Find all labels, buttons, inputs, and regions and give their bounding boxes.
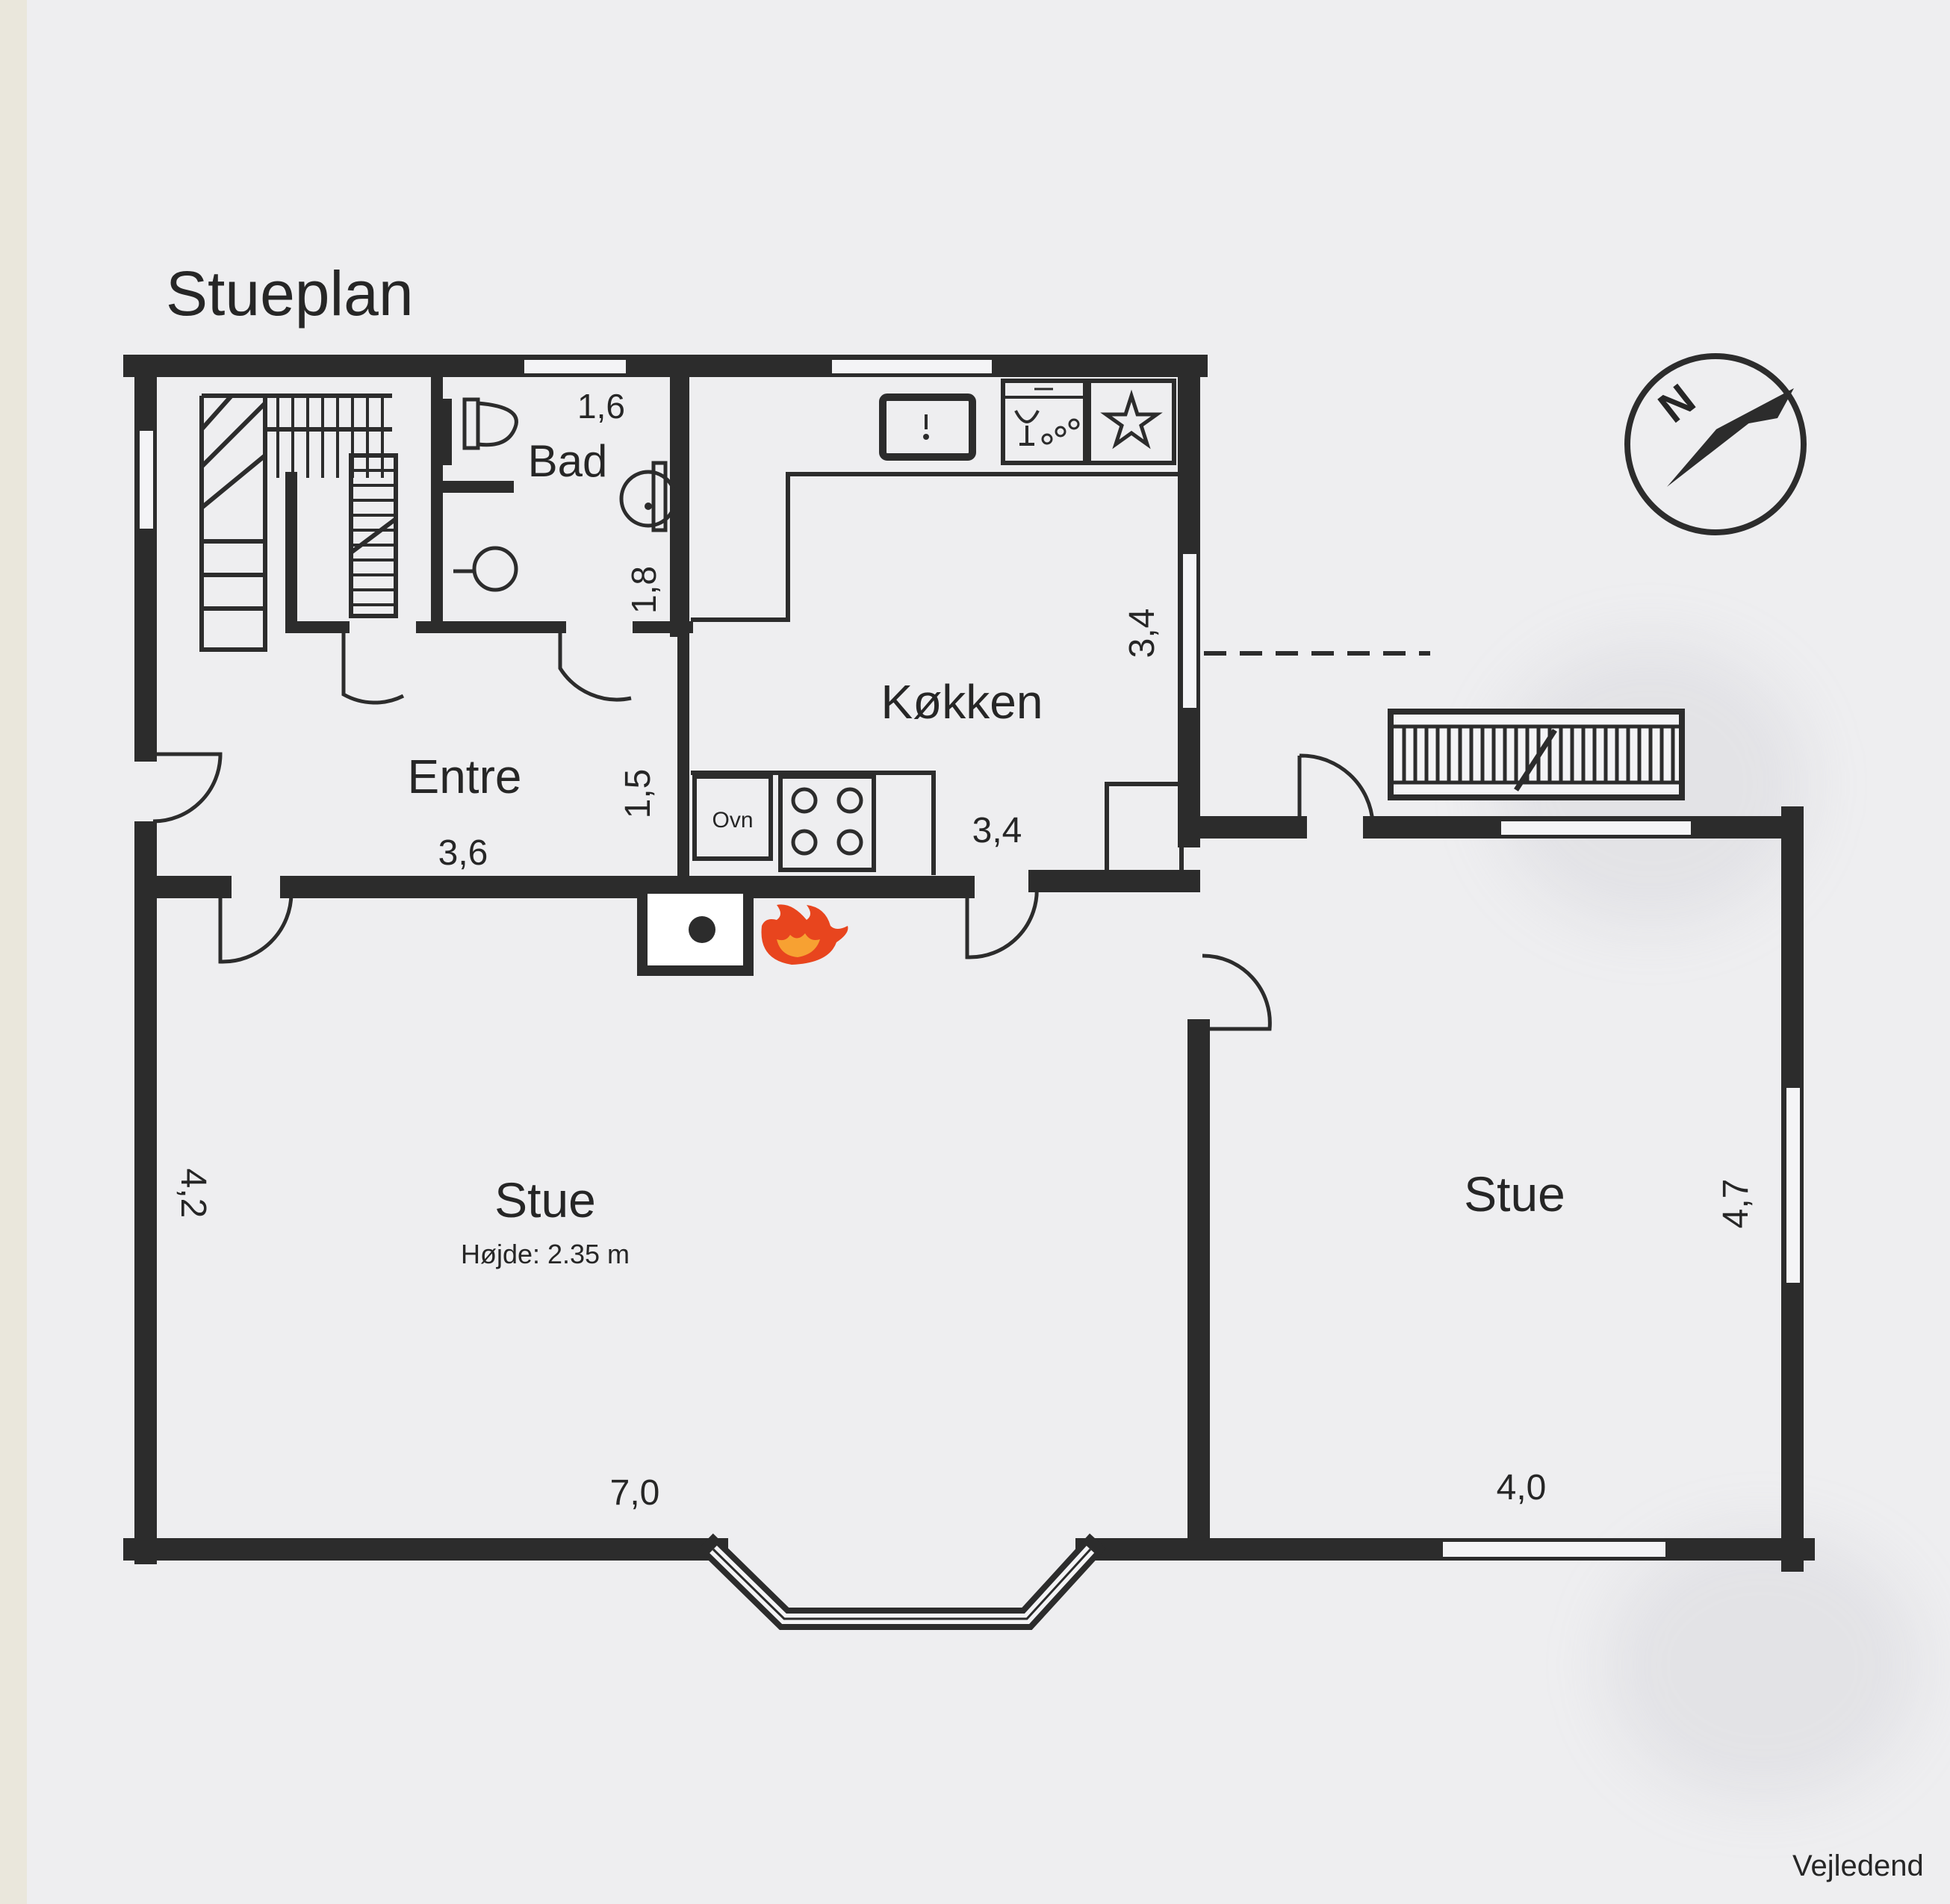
bad-width: 1,6 — [577, 387, 625, 426]
stue2-name: Stue — [1464, 1166, 1565, 1222]
kokken-depth: 3,4 — [1123, 609, 1162, 659]
page-edge-strip — [0, 0, 27, 1904]
window — [1180, 551, 1199, 711]
bad-name: Bad — [528, 436, 608, 486]
door — [218, 892, 294, 964]
stue1-depth: 4,2 — [173, 1169, 213, 1219]
door — [558, 631, 632, 702]
fridge-star-icon — [1087, 379, 1176, 465]
shadow — [1606, 1531, 1919, 1799]
kitchen-fixtures: Ovn — [692, 379, 1176, 872]
shower-drain-icon — [453, 546, 518, 592]
compass-north-icon: N — [1650, 375, 1704, 432]
entre-depth: 1,5 — [618, 769, 658, 819]
dishwasher-icon — [1001, 379, 1087, 465]
stue1-width: 7,0 — [610, 1473, 660, 1513]
toilet-icon — [462, 397, 518, 450]
svg-text:N: N — [1650, 375, 1704, 432]
bad-depth: 1,8 — [624, 566, 663, 614]
window — [137, 428, 156, 532]
chimney — [637, 883, 754, 976]
stove-icon — [778, 774, 876, 872]
entre-name: Entre — [408, 750, 522, 803]
kitchen-sink-icon — [879, 393, 976, 461]
interior-walls — [134, 367, 1200, 898]
staircase — [199, 393, 398, 652]
fire-icon — [761, 904, 848, 965]
stue1-height: Højde: 2.35 m — [461, 1239, 630, 1269]
windows — [137, 357, 1803, 1630]
door — [1297, 753, 1375, 824]
doors — [152, 631, 1375, 1031]
sink-icon — [619, 461, 677, 532]
room-labels: 1,6 Bad 1,8 Entre 3,6 1,5 Køkken 3,4 3,4… — [173, 387, 1756, 1513]
entre-width: 3,6 — [438, 833, 488, 873]
oven-icon: Ovn — [692, 774, 773, 861]
door — [152, 752, 223, 824]
bathroom-fixtures — [453, 397, 677, 592]
compass: N — [1624, 353, 1807, 535]
door — [341, 631, 405, 705]
plan-title: Stueplan — [166, 258, 414, 329]
door — [965, 884, 1039, 959]
stue2-depth: 4,7 — [1716, 1179, 1756, 1229]
door — [1202, 953, 1272, 1031]
footer-text: Vejledend — [1792, 1849, 1924, 1882]
window — [1783, 1085, 1803, 1286]
stue1-name: Stue — [494, 1172, 596, 1228]
window — [1498, 818, 1694, 838]
window — [521, 357, 629, 376]
window — [1440, 1539, 1668, 1560]
svg-text:Ovn: Ovn — [712, 808, 753, 833]
stue2-width: 4,0 — [1497, 1468, 1547, 1508]
kokken-width: 3,4 — [972, 811, 1022, 850]
kokken-name: Køkken — [881, 675, 1043, 729]
outdoor-stairs — [1388, 709, 1685, 800]
window — [829, 357, 995, 376]
